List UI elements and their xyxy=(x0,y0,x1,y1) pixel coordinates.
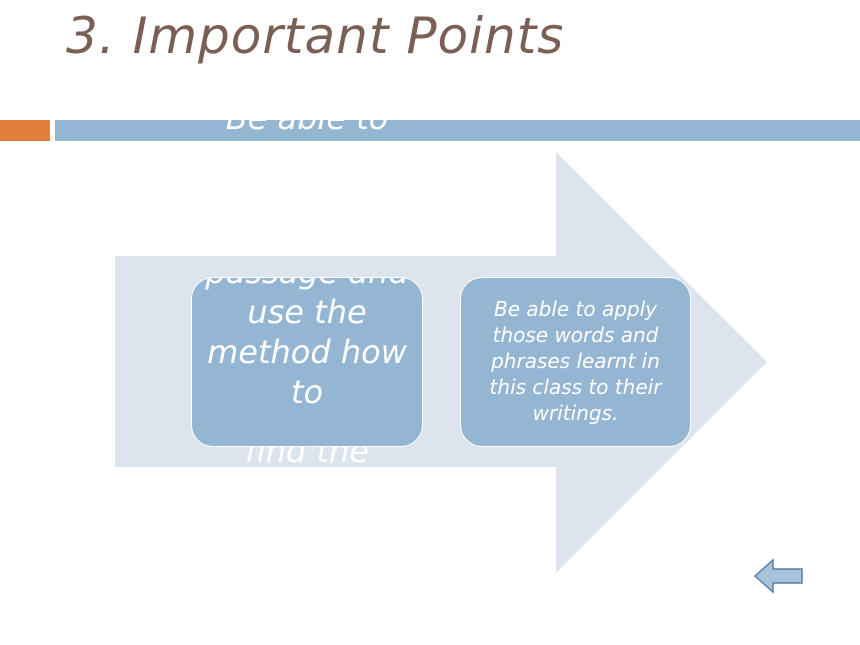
step-box-left: passage and use the method how to xyxy=(191,277,423,447)
step-box-right-text: Be able to apply those words and phrases… xyxy=(489,297,662,425)
step-box-right: Be able to apply those words and phrases… xyxy=(460,277,691,447)
accent-bar-orange xyxy=(0,120,50,141)
step-box-left-text: passage and use the method how to xyxy=(205,278,408,411)
overflow-text: Be able to xyxy=(192,98,422,132)
big-arrow xyxy=(115,152,767,573)
back-button[interactable] xyxy=(753,558,805,594)
slide-title: 3. Important Points xyxy=(66,7,565,65)
accent-bar-blue xyxy=(55,120,860,141)
overflow-text-label: Be able to xyxy=(225,99,389,132)
left-arrow-icon xyxy=(753,558,803,594)
step-box-left-overflow: find the xyxy=(192,447,422,467)
step-box-left-overflow-text: find the xyxy=(245,447,369,467)
